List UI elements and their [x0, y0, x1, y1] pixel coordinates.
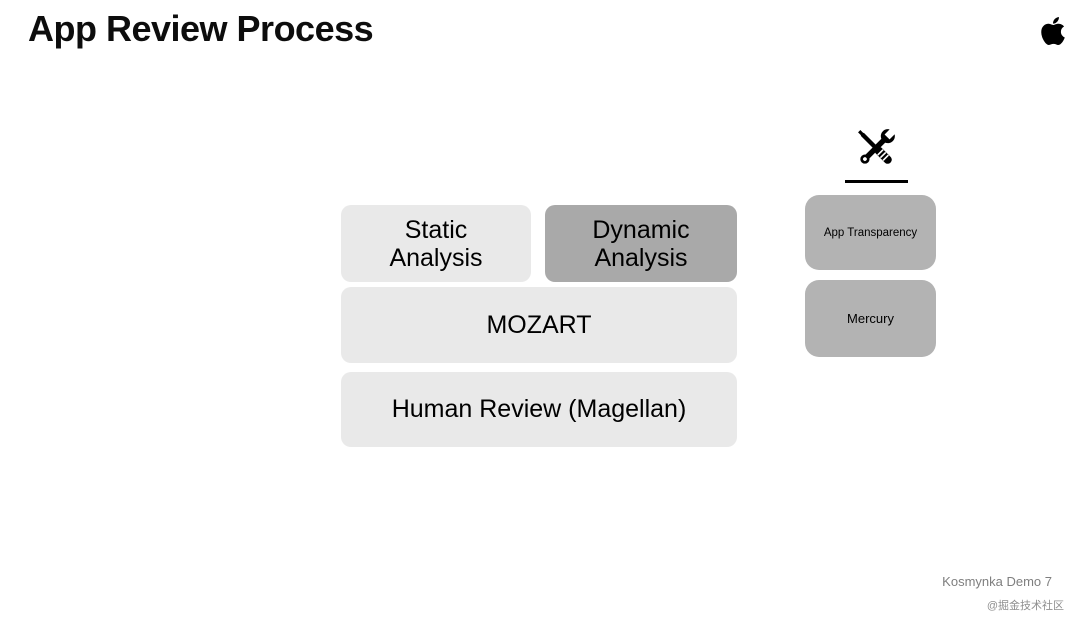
apple-logo-icon [1040, 15, 1066, 47]
static-analysis-box: Static Analysis [341, 205, 531, 282]
mozart-box: MOZART [341, 287, 737, 363]
static-analysis-label-line1: Static [404, 215, 468, 244]
mercury-box: Mercury [805, 280, 936, 357]
dynamic-analysis-label-line2: Analysis [594, 243, 688, 272]
dynamic-analysis-box: Dynamic Analysis [545, 205, 737, 282]
tools-underline [845, 180, 908, 183]
dynamic-analysis-label-line1: Dynamic [592, 215, 690, 244]
watermark-text: @掘金技术社区 [986, 600, 1064, 612]
tools-icon [849, 121, 903, 175]
human-review-label: Human Review (Magellan) [391, 395, 687, 423]
human-review-box: Human Review (Magellan) [341, 372, 737, 447]
mozart-label: MOZART [486, 310, 592, 339]
app-transparency-box: App Transparency [805, 195, 936, 270]
mercury-label: Mercury [847, 311, 894, 326]
app-transparency-label: App Transparency [823, 226, 918, 239]
page-title: App Review Process [28, 8, 374, 49]
credit-text: Kosmynka Demo 7 [942, 574, 1052, 589]
static-analysis-label-line2: Analysis [389, 243, 483, 272]
